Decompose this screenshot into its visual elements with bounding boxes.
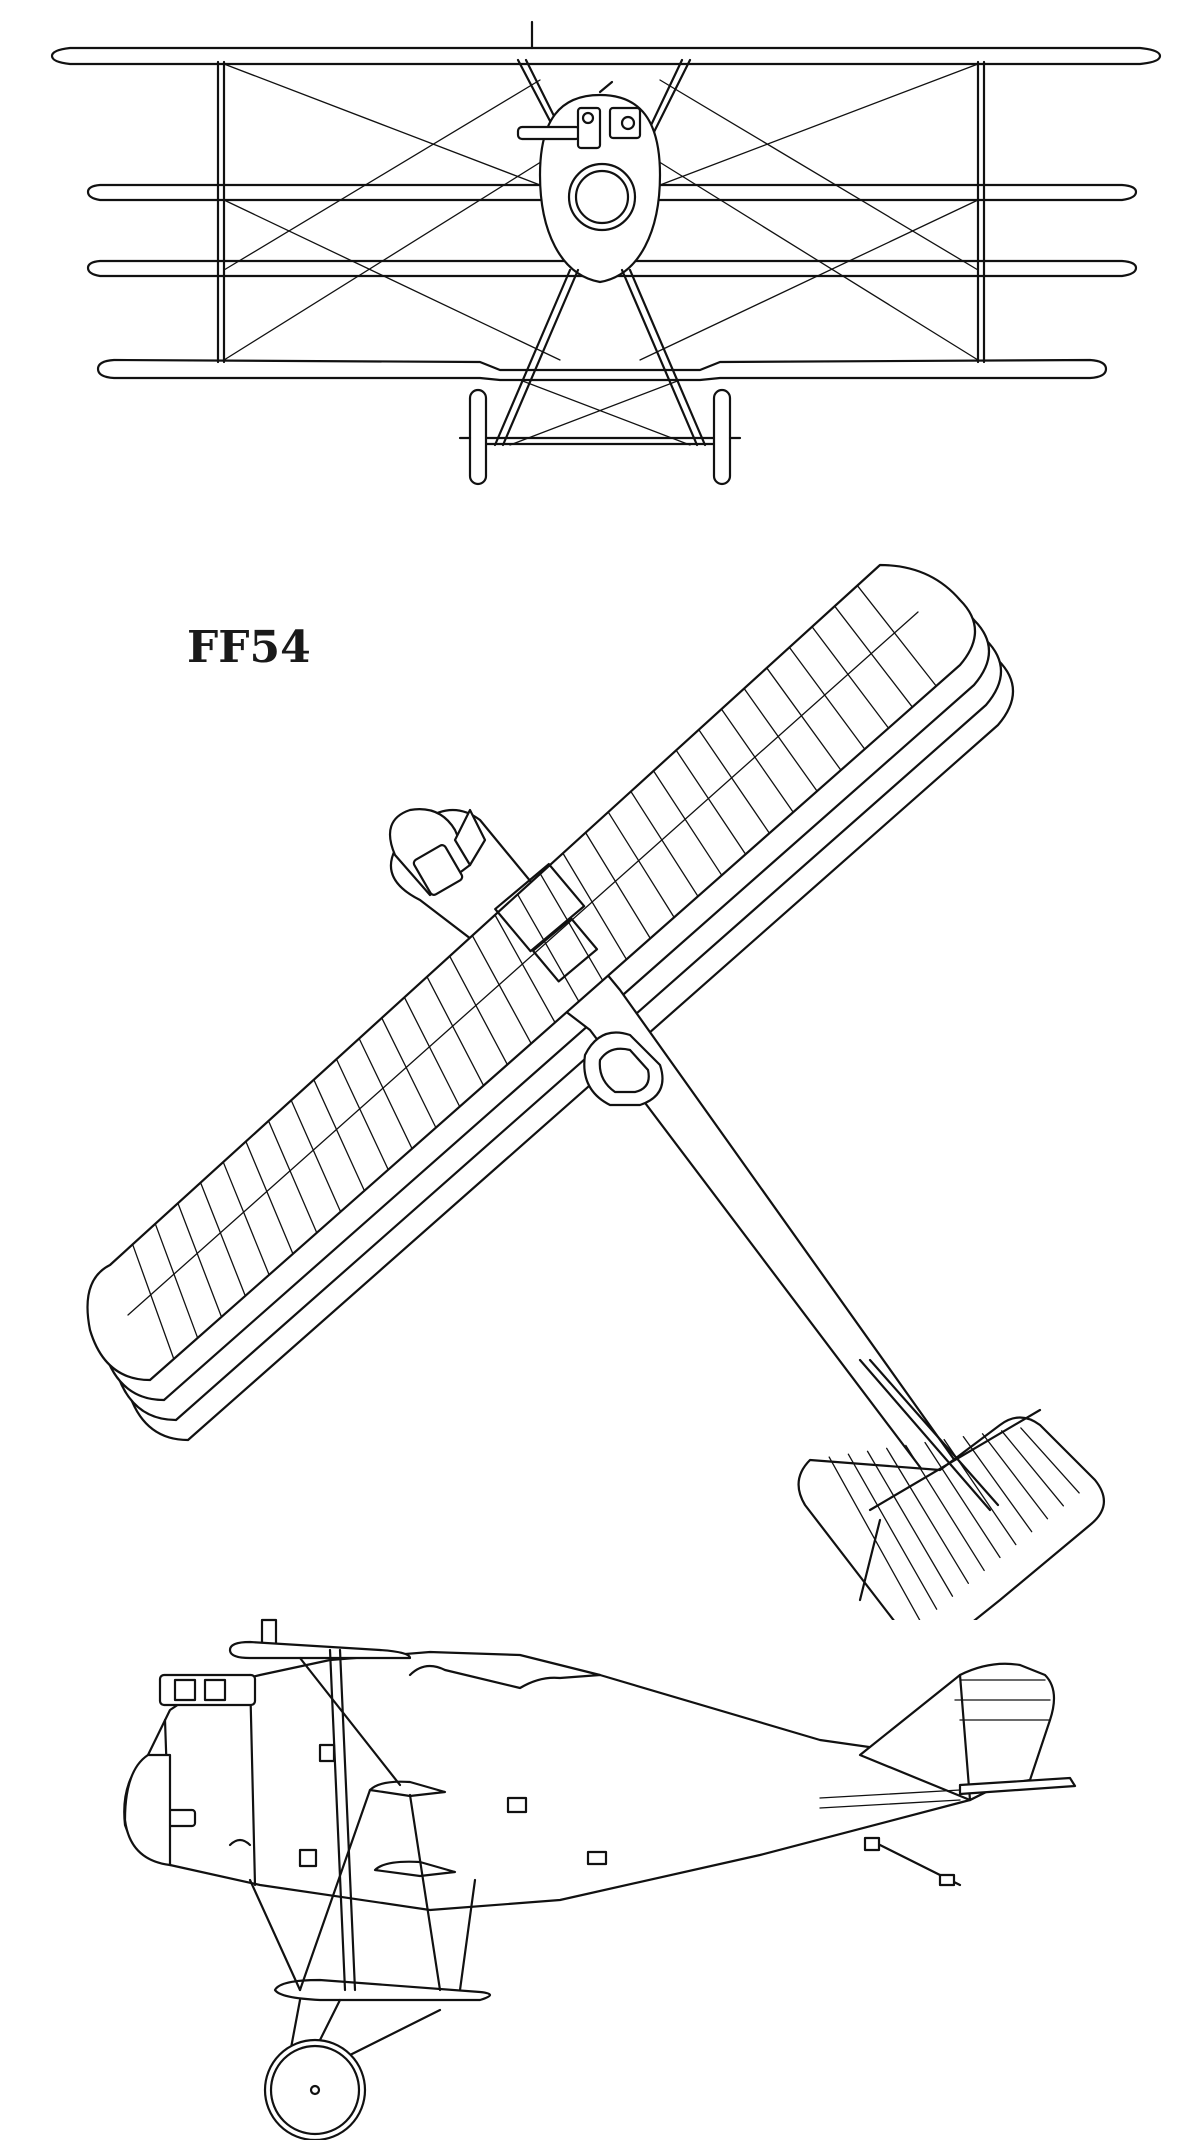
model-designation-label: FF54 xyxy=(187,622,311,673)
top-upper-wing xyxy=(86,563,977,1382)
side-engine xyxy=(158,1673,257,1707)
side-struts xyxy=(248,1648,477,1992)
side-spinner xyxy=(123,1753,172,1867)
top-cockpit xyxy=(583,1031,664,1107)
top-wing-ribs xyxy=(127,584,937,1360)
front-struts xyxy=(216,60,986,364)
top-tail-ribs xyxy=(828,1427,1080,1620)
front-landing-gear xyxy=(478,268,722,447)
side-tail-skid xyxy=(863,1836,962,1887)
side-wing-3 xyxy=(373,1860,457,1878)
side-view xyxy=(123,1618,1077,2140)
front-bracing-wires xyxy=(223,63,979,361)
side-lower-wing xyxy=(273,1978,492,2002)
side-tailplane xyxy=(958,1776,1077,1796)
front-gun xyxy=(516,20,642,150)
side-upper-wing xyxy=(228,1640,412,1660)
top-tail-bracing xyxy=(858,1358,1042,1602)
top-wing-hatches xyxy=(494,862,599,983)
front-wheels xyxy=(458,388,742,486)
front-view xyxy=(50,20,1162,486)
front-wing-4 xyxy=(96,358,1108,382)
side-windows xyxy=(298,1743,608,1868)
side-wheel xyxy=(263,2038,367,2140)
side-rudder-lines xyxy=(954,1673,1051,1802)
side-wing-2 xyxy=(368,1780,447,1798)
side-cockpit xyxy=(408,1664,602,1690)
front-engine-cowl xyxy=(567,162,637,232)
top-engine xyxy=(388,808,487,897)
front-wing-1 xyxy=(50,46,1162,66)
top-view xyxy=(86,563,1105,1620)
